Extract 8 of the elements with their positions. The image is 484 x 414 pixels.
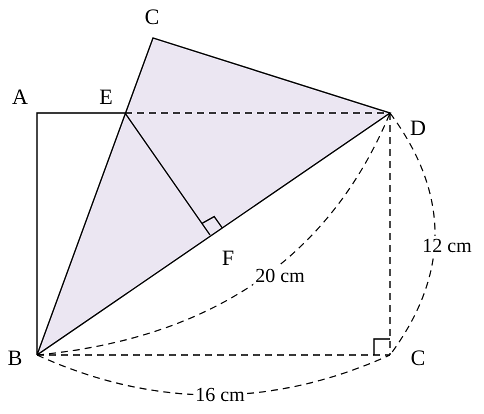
- point-label: A: [12, 86, 28, 108]
- point-label: D: [410, 117, 426, 139]
- point-label: E: [99, 86, 113, 108]
- point-label: C: [410, 347, 426, 369]
- point-label: B: [8, 347, 22, 369]
- point-label: C: [144, 6, 160, 28]
- dimension-label: 20 cm: [253, 266, 307, 286]
- point-label: F: [222, 247, 234, 269]
